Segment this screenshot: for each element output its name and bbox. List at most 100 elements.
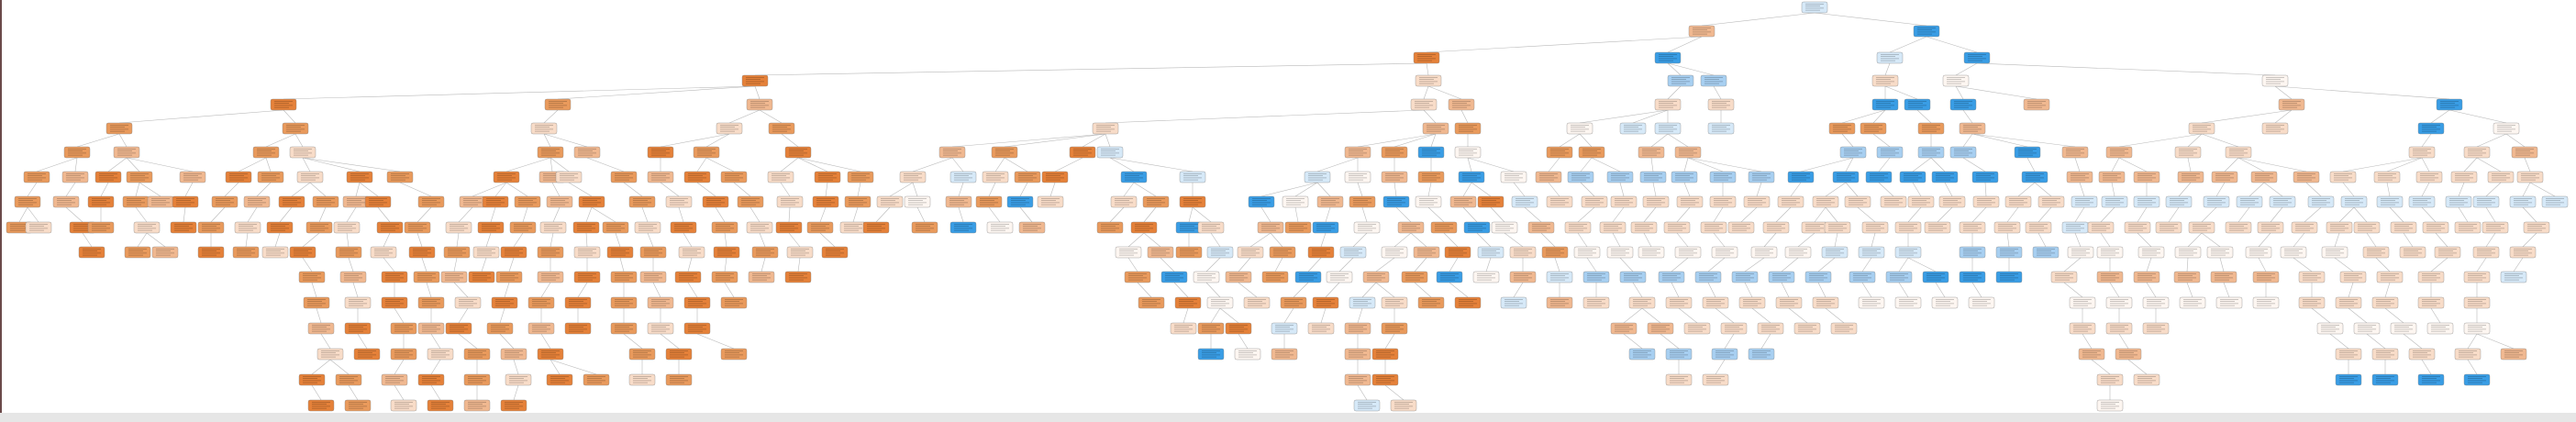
tree-edge — [1652, 182, 1657, 197]
node-text-line — [2504, 275, 2519, 276]
tree-node-box — [1362, 271, 1390, 283]
node-text-line — [2220, 301, 2235, 302]
node-text-line — [1755, 252, 1773, 254]
node-text-line — [954, 228, 972, 229]
tree-edge — [2258, 232, 2271, 248]
tree-node-box — [2096, 373, 2124, 386]
node-text-line — [1308, 175, 1323, 176]
node-text-line — [83, 250, 97, 251]
node-text-line — [216, 198, 234, 199]
node-text-line — [1704, 224, 1723, 225]
node-text-line — [1706, 380, 1725, 382]
tree-edge — [819, 232, 836, 248]
tree-node-box — [665, 195, 693, 208]
tree-node-box — [1546, 296, 1573, 309]
node-text-line — [1514, 275, 1528, 276]
tree-edge — [550, 359, 561, 375]
tree-node-box — [1415, 195, 1442, 208]
node-text-line — [1752, 173, 1771, 174]
node-text-line — [413, 250, 427, 251]
node-text-line — [1644, 179, 1659, 181]
node-text-line — [1459, 149, 1477, 150]
node-text-line — [1833, 128, 1851, 130]
tree-node-box — [1702, 296, 1729, 309]
tree-node — [2105, 322, 2133, 335]
tree-edge — [2224, 157, 2239, 172]
node-text-line — [10, 224, 28, 225]
tree-node-box — [1658, 271, 1685, 283]
node-text-line — [1183, 177, 1202, 179]
node-text-line — [1385, 150, 1400, 151]
tree-node-box — [2115, 348, 2142, 361]
tree-node-box — [2280, 246, 2307, 259]
tree-node-box — [2105, 146, 2133, 159]
tree-node — [2426, 322, 2454, 335]
node-text-line — [1963, 125, 1982, 126]
tree-node-box — [1422, 122, 1449, 135]
tree-node — [1472, 271, 1500, 283]
node-text-line — [1459, 299, 1477, 300]
node-text-line — [746, 79, 761, 80]
node-text-line — [651, 305, 666, 306]
node-text-line — [1468, 228, 1486, 229]
node-text-line — [2486, 228, 2504, 229]
node-text-line — [1963, 128, 1982, 130]
node-text-line — [2422, 279, 2437, 281]
tree-node-box — [252, 146, 280, 159]
tree-node-box — [1720, 322, 1748, 335]
tree-node — [537, 146, 564, 159]
tree-node — [417, 322, 445, 335]
node-text-line — [1647, 200, 1661, 201]
tree-node — [1707, 122, 1735, 135]
node-text-line — [1743, 305, 1758, 306]
tree-node-box — [1175, 246, 1203, 259]
node-text-line — [1477, 275, 1492, 276]
tree-node — [266, 221, 294, 234]
node-text-line — [818, 179, 833, 181]
tree-edge — [1294, 182, 1318, 197]
node-text-line — [2438, 254, 2453, 256]
tree-node — [670, 221, 697, 234]
node-text-line — [394, 405, 413, 407]
node-text-line — [1180, 250, 1194, 251]
tree-edge — [2219, 257, 2225, 272]
node-text-line — [781, 198, 799, 199]
node-text-line — [248, 200, 262, 201]
tree-node-box — [2067, 246, 2094, 259]
node-text-line — [1266, 273, 1284, 274]
tree-edge — [265, 157, 272, 172]
tree-node-box — [1353, 399, 1381, 412]
tree-node — [1344, 322, 1371, 335]
tree-node-box — [1707, 122, 1735, 135]
node-text-line — [2119, 352, 2134, 353]
node-text-line — [578, 277, 596, 279]
tree-node-box — [514, 195, 541, 208]
node-text-line — [174, 229, 189, 231]
node-text-line — [651, 149, 670, 150]
node-text-line — [2249, 250, 2264, 251]
tree-edge — [329, 359, 350, 375]
tree-edge — [247, 206, 258, 223]
node-text-line — [1427, 125, 1445, 126]
node-text-line — [816, 198, 835, 199]
tree-node-box — [1197, 322, 1225, 335]
node-text-line — [2137, 175, 2152, 176]
node-text-line — [615, 173, 633, 174]
tree-edge — [733, 182, 751, 197]
node-text-line — [83, 249, 101, 250]
tree-node — [949, 221, 977, 234]
node-text-line — [2193, 224, 2211, 225]
node-text-line — [1928, 226, 1943, 227]
tree-node-box — [1436, 271, 1463, 283]
tree-node-box — [344, 399, 372, 412]
tree-node — [683, 171, 711, 183]
node-text-line — [271, 226, 285, 227]
node-text-line — [1752, 352, 1767, 353]
node-text-line — [1349, 352, 1363, 353]
node-text-line — [294, 254, 308, 256]
tree-edge — [1109, 206, 1125, 223]
horizontal-scrollbar[interactable] — [0, 413, 2576, 422]
node-text-line — [130, 175, 145, 176]
node-text-line — [633, 352, 648, 353]
